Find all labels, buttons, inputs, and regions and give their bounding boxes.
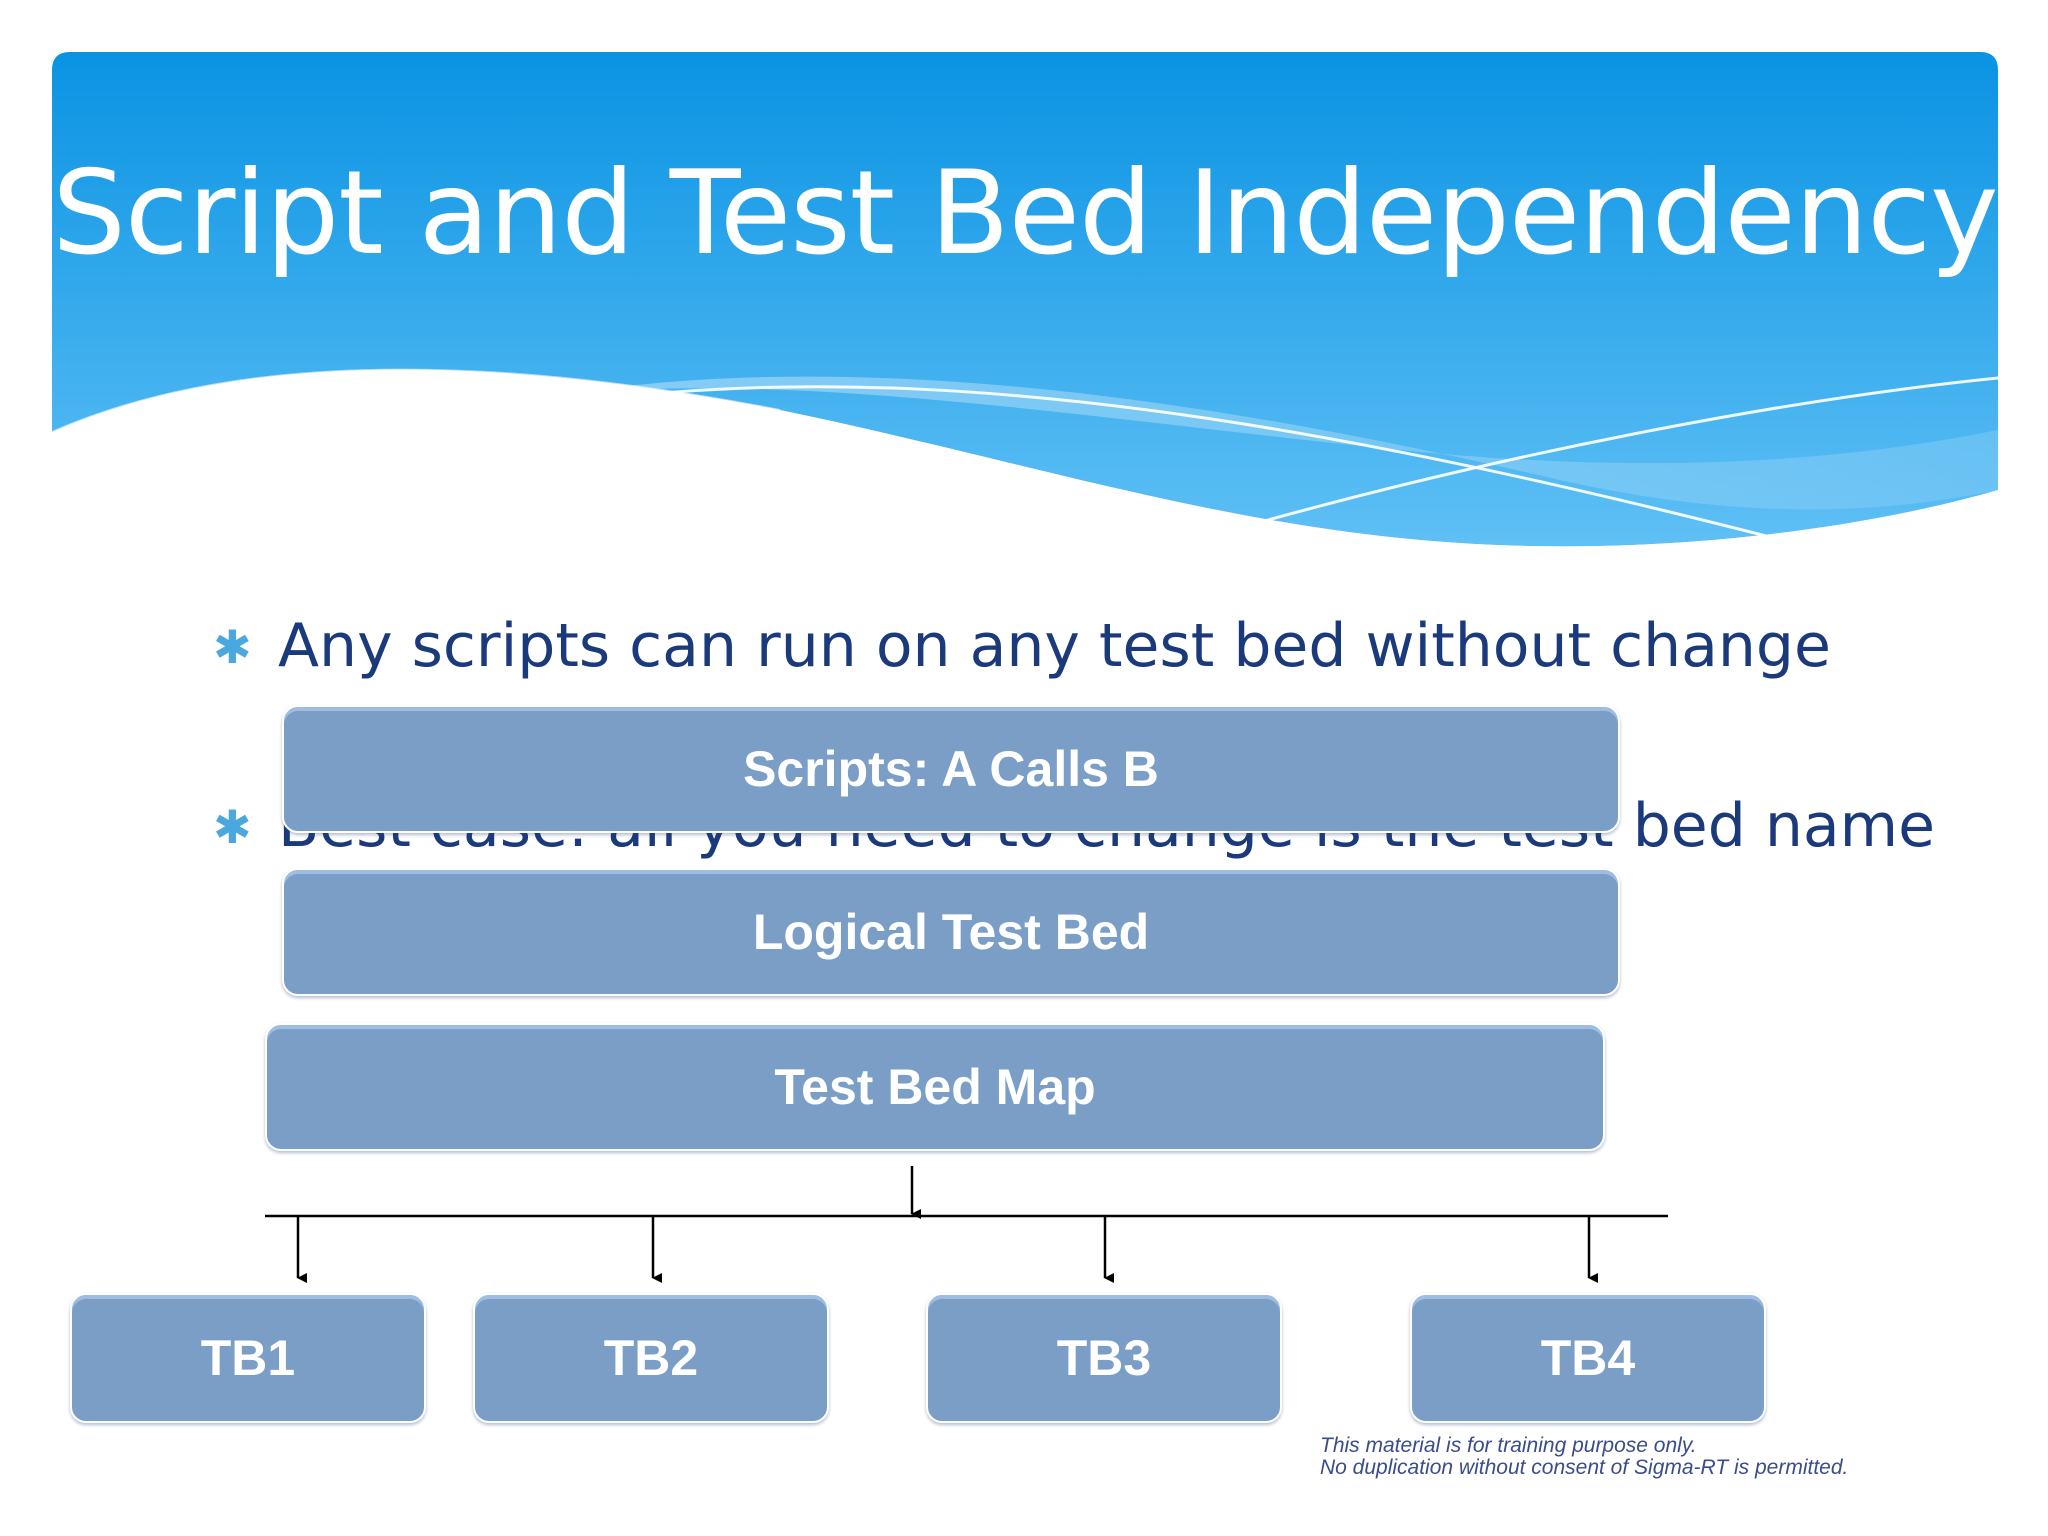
asterisk-bullet-icon: ✱ <box>213 800 252 854</box>
test-bed-map-label: Test Bed Map <box>774 1059 1096 1115</box>
test-bed-box-tb1: TB1 <box>70 1282 426 1423</box>
logical-test-bed-box: Logical Test Bed <box>282 857 1620 996</box>
test-bed-box-tb2: TB2 <box>473 1282 829 1423</box>
header-wave-background <box>51 52 1999 600</box>
asterisk-bullet-icon: ✱ <box>213 620 252 674</box>
scripts-layer-label: Scripts: A Calls B <box>743 741 1159 797</box>
scripts-layer-box: Scripts: A Calls B <box>282 694 1620 833</box>
test-bed-label: TB2 <box>603 1330 699 1386</box>
slide-title: Script and Test Bed Independency <box>52 146 1998 281</box>
test-bed-box-tb3: TB3 <box>926 1282 1282 1423</box>
copyright-notice: This material is for training purpose on… <box>1320 1434 1849 1480</box>
bullet-text: Any scripts can run on any test bed with… <box>278 611 1831 681</box>
test-bed-map-box: Test Bed Map <box>265 1012 1605 1151</box>
test-bed-label: TB1 <box>200 1330 296 1386</box>
test-bed-label: TB4 <box>1540 1330 1636 1386</box>
test-bed-label: TB3 <box>1056 1330 1152 1386</box>
copyright-line-2: No duplication without consent of Sigma-… <box>1320 1456 1849 1480</box>
copyright-line-1: This material is for training purpose on… <box>1320 1434 1697 1457</box>
test-bed-box-tb4: TB4 <box>1410 1282 1766 1423</box>
logical-test-bed-label: Logical Test Bed <box>752 904 1150 960</box>
